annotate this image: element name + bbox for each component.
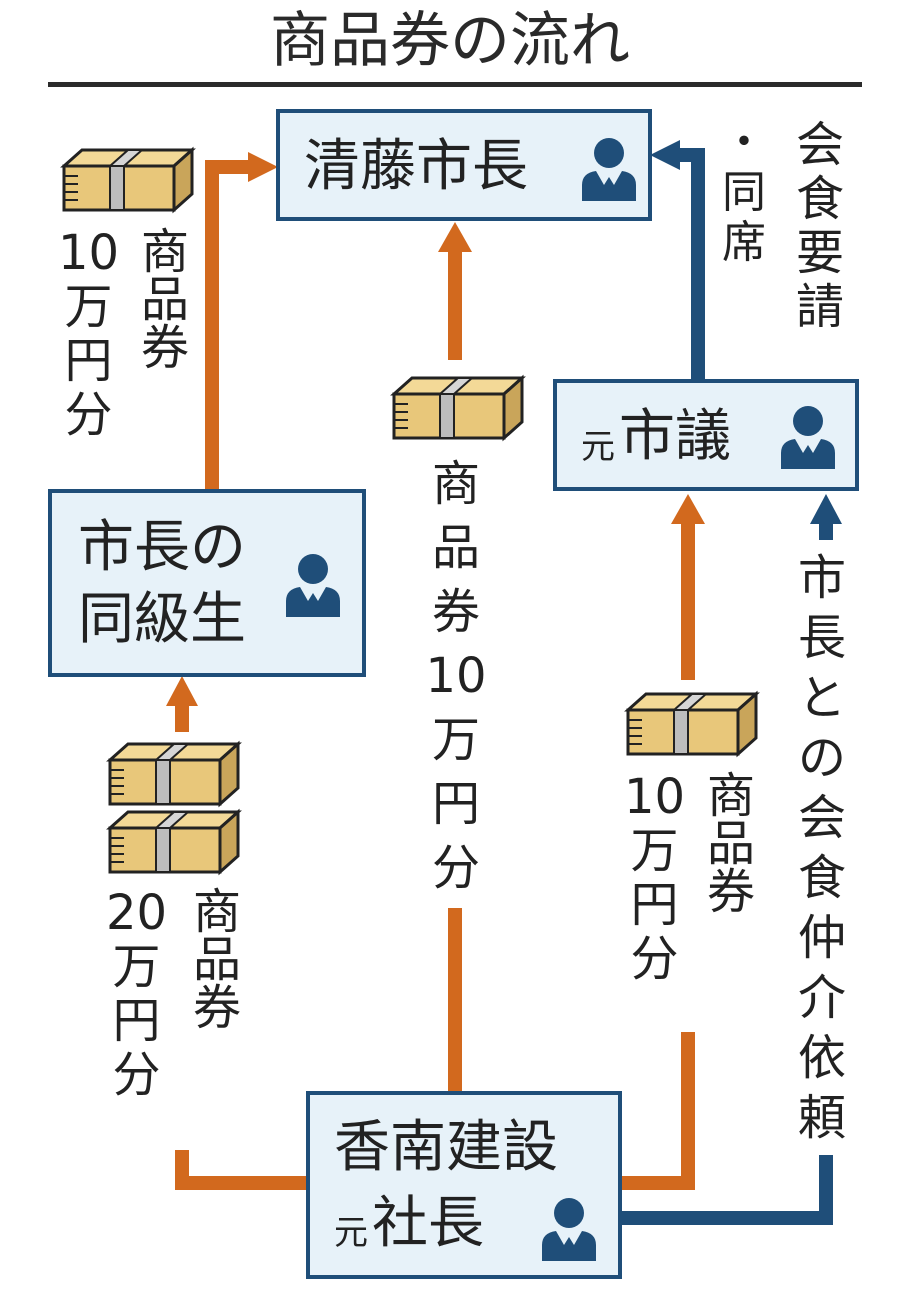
gift-certificate-bundle-icon: [60, 146, 196, 214]
amount-unit-bun: 分: [64, 387, 113, 443]
kind-text: 商品券: [132, 226, 188, 370]
node-former-councilor: 元 市議: [553, 379, 859, 491]
char: 商: [431, 456, 480, 512]
amount-unit-man: 万: [112, 939, 161, 995]
amount-unit-yen: 円: [630, 877, 679, 933]
char: 仲: [798, 910, 847, 966]
char: 万: [431, 712, 480, 768]
amount-unit-bun: 分: [112, 1047, 161, 1103]
char: 品: [431, 520, 480, 576]
label-classmate-to-mayor-amount: 10 万 円 分: [58, 226, 119, 442]
kind-text: 商品券: [184, 886, 240, 1030]
char: と: [798, 670, 847, 726]
person-icon: [582, 138, 636, 201]
node-mayor-classmate: 市長の 同級生: [48, 489, 366, 677]
arrow-president-to-classmate: [175, 1150, 306, 1190]
char: 同: [722, 167, 766, 218]
char: 介: [798, 970, 847, 1026]
gift-certificate-bundle-icon: [106, 740, 242, 808]
char: 分: [431, 840, 480, 896]
char: 食: [796, 171, 845, 227]
amount-unit-yen: 円: [112, 993, 161, 1049]
arrow-president-to-council: [622, 1032, 695, 1190]
gift-certificate-bundle-icon: [106, 808, 242, 876]
arrow-request-to-council: [622, 1155, 833, 1225]
arrow-council-to-mayor: [676, 148, 705, 380]
person-icon: [781, 406, 835, 469]
char: 10: [425, 648, 487, 704]
arrowhead-president-to-mayor: [438, 222, 472, 252]
char: 席: [722, 217, 766, 268]
char: 券: [431, 584, 480, 640]
arrowhead-president-to-classmate: [166, 676, 198, 706]
amount-number: 10: [58, 225, 120, 281]
char: ・: [722, 117, 766, 168]
label-mediation-request: 市 長 と の 会 食 仲 介 依 頼: [798, 548, 846, 1148]
arrow-classmate-to-mayor: [205, 160, 250, 490]
kind-text: 商品券: [698, 770, 754, 914]
label-dinner-request: 会 食 要 請: [796, 118, 844, 334]
label-president-to-mayor: 商 品 券 10 万 円 分: [424, 452, 488, 900]
node-president-prefix: 元: [334, 1213, 368, 1253]
amount-number: 20: [106, 885, 168, 941]
amount-unit-bun: 分: [630, 931, 679, 987]
char: 要: [796, 225, 845, 281]
node-president-company: 香南建設: [334, 1115, 558, 1180]
char: 頼: [798, 1090, 847, 1146]
char: の: [798, 730, 847, 786]
node-councilor-prefix: 元: [581, 427, 615, 467]
gift-certificate-bundle-icon: [390, 374, 526, 442]
char: 食: [798, 850, 847, 906]
gift-certificate-bundle-icon: [624, 690, 760, 758]
title-divider: [48, 82, 862, 87]
node-councilor-name: 市議: [619, 404, 731, 469]
person-icon: [542, 1198, 596, 1261]
arrowhead-council-to-mayor: [650, 140, 680, 170]
label-president-to-council-kind: 商品券: [698, 770, 754, 914]
diagram-title: 商品券の流れ: [270, 6, 630, 76]
arrowhead-classmate-to-mayor: [248, 152, 278, 182]
node-mayor: 清藤市長: [276, 109, 652, 221]
label-president-to-classmate-kind: 商品券: [184, 886, 240, 1030]
char: 円: [431, 776, 480, 832]
char: 長: [798, 610, 847, 666]
amount-unit-man: 万: [630, 823, 679, 879]
char: 会: [796, 117, 845, 173]
label-president-to-council-amount: 10 万 円 分: [624, 770, 685, 986]
amount-number: 10: [624, 769, 686, 825]
char: 会: [798, 790, 847, 846]
node-classmate-line2: 同級生: [78, 587, 246, 652]
label-classmate-to-mayor-kind: 商品券: [132, 226, 188, 370]
node-president-title: 社長: [372, 1191, 484, 1256]
label-president-to-classmate-amount: 20 万 円 分: [106, 886, 167, 1102]
node-construction-president: 香南建設 元 社長: [306, 1091, 622, 1279]
char: 請: [796, 279, 845, 335]
amount-unit-yen: 円: [64, 333, 113, 389]
person-icon: [286, 554, 340, 617]
node-classmate-line1: 市長の: [78, 515, 246, 580]
node-mayor-name: 清藤市長: [304, 134, 528, 199]
label-attendance: ・ 同 席: [722, 118, 766, 268]
char: 依: [798, 1030, 847, 1086]
arrowhead-request-to-council: [810, 494, 842, 524]
amount-unit-man: 万: [64, 279, 113, 335]
char: 市: [798, 550, 847, 606]
arrowhead-president-to-council: [671, 494, 705, 524]
